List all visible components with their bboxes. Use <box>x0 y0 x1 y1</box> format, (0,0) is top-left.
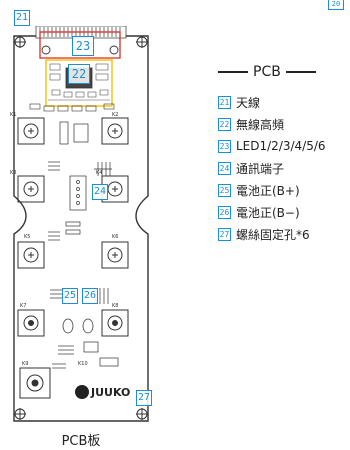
silk-k10: K10 <box>78 361 88 367</box>
legend-item-number: 27 <box>218 227 231 241</box>
key-k5 <box>17 241 45 269</box>
legend-title: PCB <box>218 64 350 80</box>
silk-k1: K1 <box>10 112 16 118</box>
antenna-component-right <box>109 45 119 55</box>
legend-item-number: 26 <box>218 205 231 219</box>
legend-item: 24 通訊端子 <box>218 161 350 175</box>
screw-hole-bottom-right <box>136 408 148 420</box>
key-k8 <box>101 309 129 337</box>
legend-item-label: 天線 <box>236 95 261 110</box>
key-k2 <box>101 117 129 145</box>
legend-item-label: 通訊端子 <box>236 161 285 176</box>
badge-comm-port: 24 <box>92 184 108 200</box>
legend-item: 22 無線高頻 <box>218 117 350 131</box>
pcb-board-drawing: JUUKO K1 K2 K3 K4 K5 K6 K7 K8 K9 K10 <box>10 26 149 422</box>
silk-k7: K7 <box>20 303 26 309</box>
corner-number-badge: 20 <box>328 0 344 10</box>
key-k9 <box>19 367 51 399</box>
key-k3 <box>17 175 45 203</box>
legend-item-number: 23 <box>218 139 231 153</box>
silk-k3: K3 <box>10 170 16 176</box>
legend-item-number: 22 <box>218 117 231 131</box>
silk-k2: K2 <box>112 112 118 118</box>
legend-item: 25 電池正(B+) <box>218 183 350 197</box>
legend-item-number: 24 <box>218 161 231 175</box>
screw-hole-bottom-left <box>14 408 26 420</box>
badge-battery-neg: 26 <box>82 288 98 304</box>
screw-hole-top-right <box>136 36 148 48</box>
key-k1 <box>17 117 45 145</box>
badge-rf-module: 22 <box>68 64 90 84</box>
silk-k4: K4 <box>96 170 102 176</box>
legend-item-label: 電池正(B−) <box>236 205 300 220</box>
antenna-component-left <box>41 45 51 55</box>
rf-module-traces <box>48 63 110 101</box>
key-k6 <box>101 241 129 269</box>
led-row <box>29 103 115 112</box>
legend-item: 27 螺絲固定孔*6 <box>218 227 350 241</box>
legend-item: 26 電池正(B−) <box>218 205 350 219</box>
legend-list: 21 天線 22 無線高頻 23 LED1/2/3/4/5/6 24 通訊端子 … <box>218 95 350 249</box>
legend-item: 23 LED1/2/3/4/5/6 <box>218 139 350 153</box>
legend-title-text: PCB <box>253 64 281 80</box>
badge-battery-pos: 25 <box>62 288 78 304</box>
legend-item-label: 電池正(B+) <box>236 183 300 198</box>
pcb-caption: PCB板 <box>61 434 101 449</box>
screw-hole-top-left <box>14 36 26 48</box>
silk-k5: K5 <box>24 234 30 240</box>
legend-item-number: 21 <box>218 95 231 109</box>
legend-title-rule-right <box>285 71 316 73</box>
key-k7 <box>17 309 45 337</box>
legend-item-number: 25 <box>218 183 231 197</box>
logo-mark <box>75 385 89 399</box>
badge-antenna: 21 <box>14 10 30 26</box>
center-components <box>48 121 119 369</box>
legend-item: 21 天線 <box>218 95 350 109</box>
badge-screw-hole: 27 <box>136 390 152 406</box>
legend-item-label: LED1/2/3/4/5/6 <box>236 139 326 153</box>
pcb-board: JUUKO K1 K2 K3 K4 K5 K6 K7 K8 K9 K10 <box>8 10 154 428</box>
legend-title-rule-left <box>218 71 248 73</box>
antenna-area <box>39 31 121 59</box>
legend-item-label: 螺絲固定孔*6 <box>236 227 310 242</box>
pcb-logo-text: JUUKO <box>90 386 130 399</box>
silk-k9: K9 <box>22 361 28 367</box>
legend-item-label: 無線高頻 <box>236 117 285 132</box>
badge-led: 23 <box>72 36 94 56</box>
silk-k8: K8 <box>112 303 118 309</box>
silk-k6: K6 <box>112 234 118 240</box>
